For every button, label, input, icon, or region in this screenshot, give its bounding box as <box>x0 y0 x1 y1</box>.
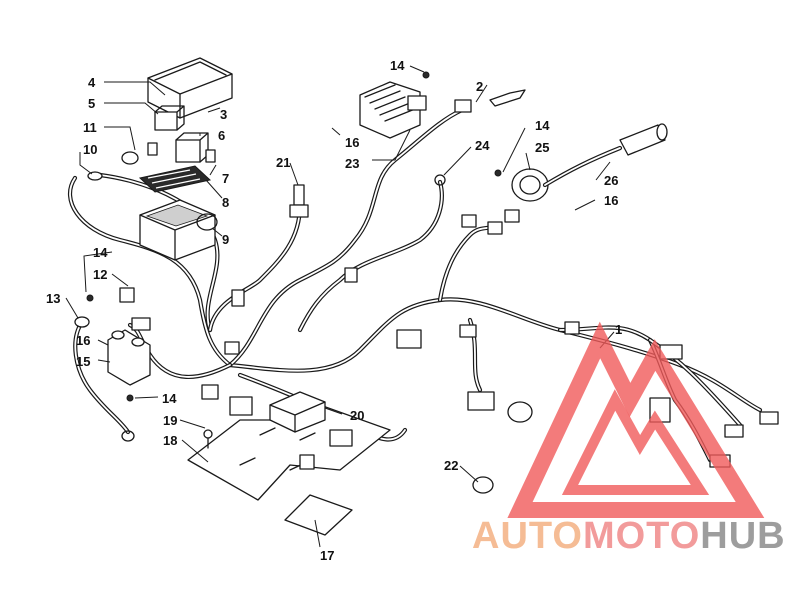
watermark-hub: HUB <box>700 515 786 557</box>
bolt <box>203 429 213 449</box>
relay <box>175 132 209 163</box>
callout-leaders <box>65 65 615 548</box>
ring-terminal-24 <box>434 174 446 186</box>
callout-7: 7 <box>222 171 229 186</box>
callout-26: 26 <box>604 173 618 188</box>
callout-14-d: 14 <box>162 391 177 406</box>
fuse <box>147 142 216 163</box>
callout-25: 25 <box>535 140 549 155</box>
callout-9: 9 <box>222 232 229 247</box>
callout-6: 6 <box>218 128 225 143</box>
callout-24: 24 <box>475 138 490 153</box>
ring-terminal <box>87 151 139 181</box>
grommet <box>472 476 494 494</box>
callout-15: 15 <box>76 354 90 369</box>
callout-14-b: 14 <box>535 118 550 133</box>
control-module <box>269 391 326 433</box>
watermark-moto: MOTO <box>582 515 701 557</box>
voltage-regulator <box>359 81 427 139</box>
callout-12: 12 <box>93 267 107 282</box>
starter-solenoid <box>107 287 151 386</box>
callout-4: 4 <box>88 75 96 90</box>
battery-ring-terminal <box>121 430 135 442</box>
fuse-box-base <box>139 199 216 261</box>
nut <box>86 71 502 402</box>
callout-14-c: 14 <box>93 245 108 260</box>
fuse-board <box>138 165 212 193</box>
mounting-plate <box>187 404 391 501</box>
callout-16-a: 16 <box>345 135 359 150</box>
callout-14-a: 14 <box>390 58 405 73</box>
callout-18: 18 <box>163 433 177 448</box>
sensor-21 <box>289 184 309 218</box>
callout-10: 10 <box>83 142 97 157</box>
clamp-ring <box>196 213 218 231</box>
callout-8: 8 <box>222 195 229 210</box>
callout-16-b: 16 <box>604 193 618 208</box>
callout-2: 2 <box>476 79 483 94</box>
wiring-harness-cables <box>68 107 763 463</box>
callout-23: 23 <box>345 156 359 171</box>
callout-16-c: 16 <box>76 333 90 348</box>
callout-1: 1 <box>615 322 622 337</box>
connector-2 <box>454 89 526 113</box>
callout-3: 3 <box>220 107 227 122</box>
watermark-text: AUTOMOTOHUB <box>472 515 786 558</box>
watermark-triangle-logo <box>507 321 765 518</box>
callout-5: 5 <box>88 96 95 111</box>
handlebar-switch <box>542 123 668 188</box>
callout-21: 21 <box>276 155 290 170</box>
label-sheet <box>284 494 353 536</box>
cable-end-13 <box>74 316 90 328</box>
horn <box>504 168 549 223</box>
callout-11: 11 <box>83 120 97 135</box>
callout-22: 22 <box>444 458 458 473</box>
watermark-auto: AUTO <box>472 515 583 557</box>
callout-20: 20 <box>350 408 364 423</box>
callout-17: 17 <box>320 548 334 563</box>
relay-small <box>154 105 185 131</box>
callout-numbers: 1 2 3 4 5 6 7 8 9 10 11 12 13 14 14 14 1… <box>46 58 622 563</box>
callout-19: 19 <box>163 413 177 428</box>
callout-13: 13 <box>46 291 60 306</box>
